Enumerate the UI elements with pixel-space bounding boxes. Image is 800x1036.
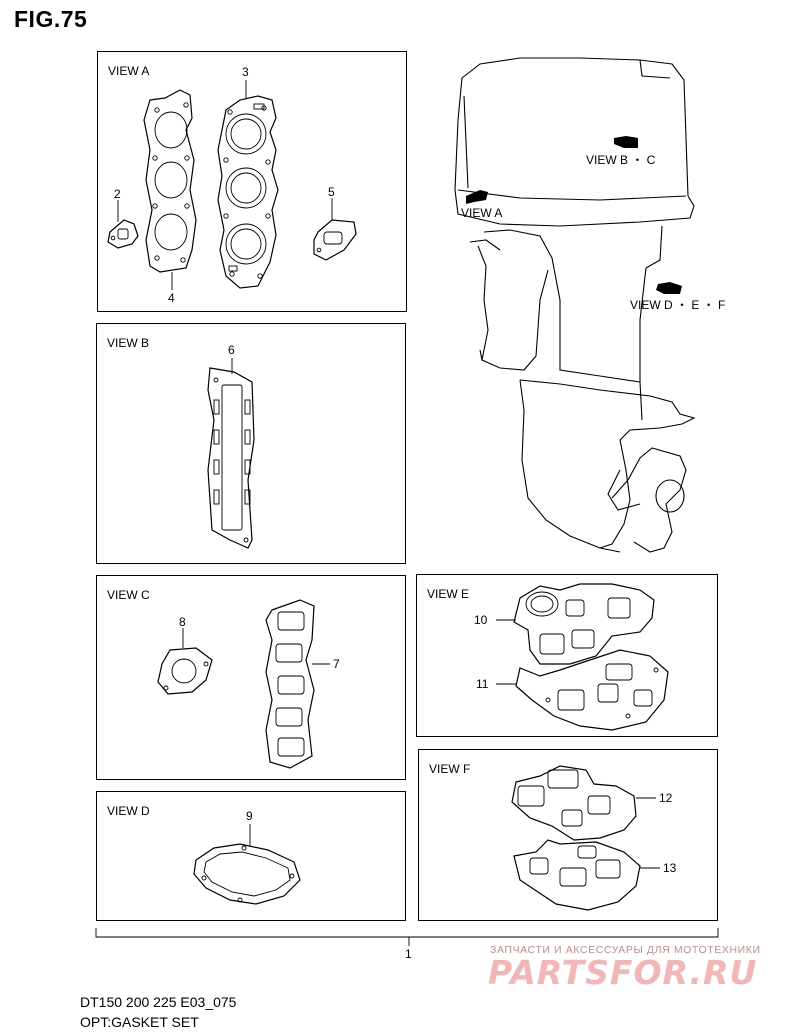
figure-title: FIG.75	[14, 6, 88, 32]
gasket-11	[515, 649, 669, 731]
gasket-9-cover	[193, 843, 301, 905]
panel-label-view-e: VIEW E	[427, 587, 470, 601]
callout-5: 5	[328, 185, 335, 199]
callout-1: 1	[405, 947, 412, 961]
gasket-8-small	[157, 647, 213, 695]
gasket-13	[513, 839, 641, 911]
callout-2: 2	[114, 187, 121, 201]
engine-ref-view-def: VIEW D ・ E ・ F	[630, 298, 726, 312]
panel-view-f: VIEW F	[418, 749, 718, 921]
callout-9: 9	[246, 809, 253, 823]
gasket-2-small	[107, 219, 139, 249]
callout-11: 11	[476, 677, 489, 691]
watermark-subtitle: ЗАПЧАСТИ И АКСЕССУАРЫ ДЛЯ МОТОТЕХНИКИ	[490, 944, 761, 956]
panel-label-view-b: VIEW B	[107, 336, 150, 350]
callout-12: 12	[659, 791, 673, 805]
view-def-arrow-icon	[656, 282, 682, 294]
panel-label-view-d: VIEW D	[107, 804, 150, 818]
panel-label-view-f: VIEW F	[429, 762, 471, 776]
callout-7: 7	[333, 657, 340, 671]
gasket-3-cylinder-head	[217, 95, 279, 289]
engine-ref-view-a: VIEW A	[461, 206, 503, 220]
gasket-5-small	[313, 219, 357, 261]
view-bc-arrow-icon	[614, 136, 638, 148]
callout-8: 8	[179, 615, 186, 629]
assembly-bracket	[95, 928, 719, 946]
gasket-12	[511, 765, 637, 841]
gasket-10	[513, 583, 655, 665]
callout-4: 4	[168, 291, 175, 305]
callout-10: 10	[474, 613, 488, 627]
callout-13: 13	[663, 861, 677, 875]
gasket-4-cylinder-block	[143, 89, 197, 273]
panel-view-a: VIEW A	[97, 51, 407, 312]
outboard-engine-outline	[454, 57, 696, 553]
panel-label-view-c: VIEW C	[107, 588, 150, 602]
gasket-7-intake	[265, 599, 315, 769]
gasket-6-exhaust-cover	[207, 367, 255, 549]
footer-description: OPT:GASKET SET	[80, 1014, 199, 1030]
engine-ref-view-bc: VIEW B ・ C	[586, 153, 656, 167]
view-a-arrow-icon	[466, 190, 488, 204]
watermark-logo: PARTSFOR.RU	[488, 953, 758, 992]
callout-3: 3	[242, 65, 249, 79]
panel-label-view-a: VIEW A	[108, 64, 150, 78]
panel-view-c: VIEW C	[96, 575, 406, 780]
footer-model-code: DT150 200 225 E03_075	[80, 994, 237, 1010]
callout-6: 6	[228, 343, 235, 357]
panel-view-d: VIEW D	[96, 791, 406, 921]
